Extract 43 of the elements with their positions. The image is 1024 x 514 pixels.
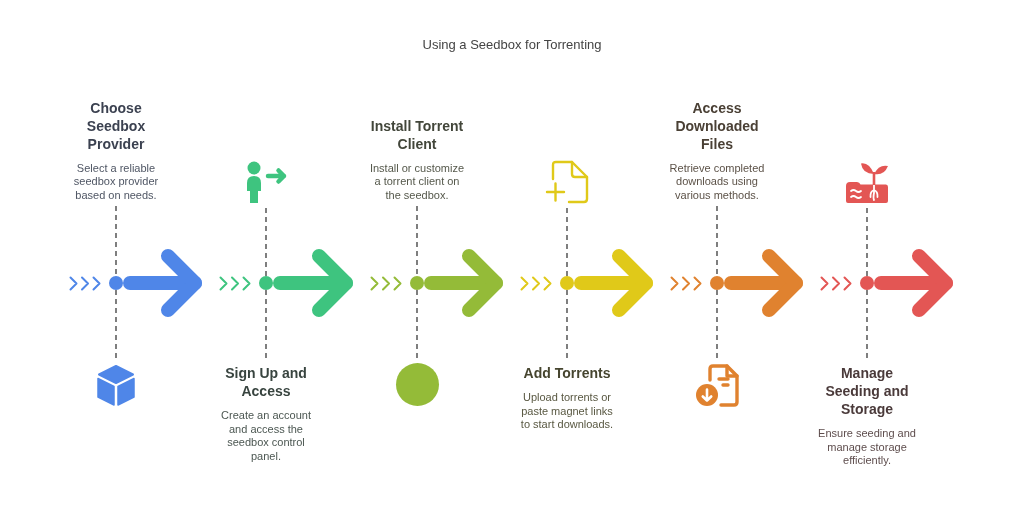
document-download-icon bbox=[695, 363, 739, 407]
dashed-line bbox=[115, 205, 117, 277]
timeline-dot bbox=[860, 276, 874, 290]
step-description: Ensure seeding and manage storage efficiently. bbox=[817, 427, 917, 468]
timeline-dot bbox=[710, 276, 724, 290]
step-heading: Choose Seedbox Provider bbox=[85, 98, 147, 153]
dashed-line bbox=[566, 289, 568, 361]
circle-icon bbox=[395, 363, 439, 406]
timeline-dot bbox=[109, 276, 123, 290]
dashed-line bbox=[416, 289, 418, 360]
step-description: Install or customize a torrent client on the seedbox. bbox=[368, 161, 466, 202]
arrow bbox=[574, 249, 653, 317]
dashed-line bbox=[115, 289, 117, 360]
step-description: Retrieve completed downloads using various methods. bbox=[668, 161, 766, 202]
arrow bbox=[874, 249, 953, 317]
dashed-line bbox=[265, 289, 267, 361]
arrow bbox=[724, 249, 803, 317]
dashed-line bbox=[265, 207, 267, 277]
seedling-icon bbox=[845, 160, 889, 204]
person-arrow-icon bbox=[244, 160, 288, 204]
step-description: Select a reliable seedbox provider based on needs. bbox=[72, 161, 160, 202]
dashed-line bbox=[866, 289, 868, 361]
timeline-dot bbox=[560, 276, 574, 290]
step-description: Upload torrents or paste magnet links to start downloads. bbox=[519, 391, 615, 432]
timeline-dot bbox=[410, 276, 424, 290]
dashed-line bbox=[866, 207, 868, 277]
step-heading: Manage Seeding and Storage bbox=[824, 364, 910, 418]
step-heading: Sign Up and Access bbox=[224, 364, 308, 400]
dashed-line bbox=[716, 289, 718, 360]
step-heading: Access Downloaded Files bbox=[674, 98, 760, 153]
dashed-line bbox=[566, 207, 568, 277]
step-heading: Add Torrents bbox=[522, 364, 612, 382]
dashed-line bbox=[416, 205, 418, 277]
step-heading: Install Torrent Client bbox=[369, 116, 465, 153]
timeline-dot bbox=[259, 276, 273, 290]
file-plus-icon bbox=[545, 160, 589, 204]
cube-icon bbox=[94, 363, 138, 407]
arrow bbox=[273, 249, 353, 317]
step-description: Create an account and access the seedbox control panel. bbox=[220, 409, 312, 463]
arrow bbox=[123, 249, 202, 317]
arrow bbox=[424, 249, 503, 317]
diagram-title: Using a Seedbox for Torrenting bbox=[422, 37, 602, 53]
dashed-line bbox=[716, 205, 718, 277]
